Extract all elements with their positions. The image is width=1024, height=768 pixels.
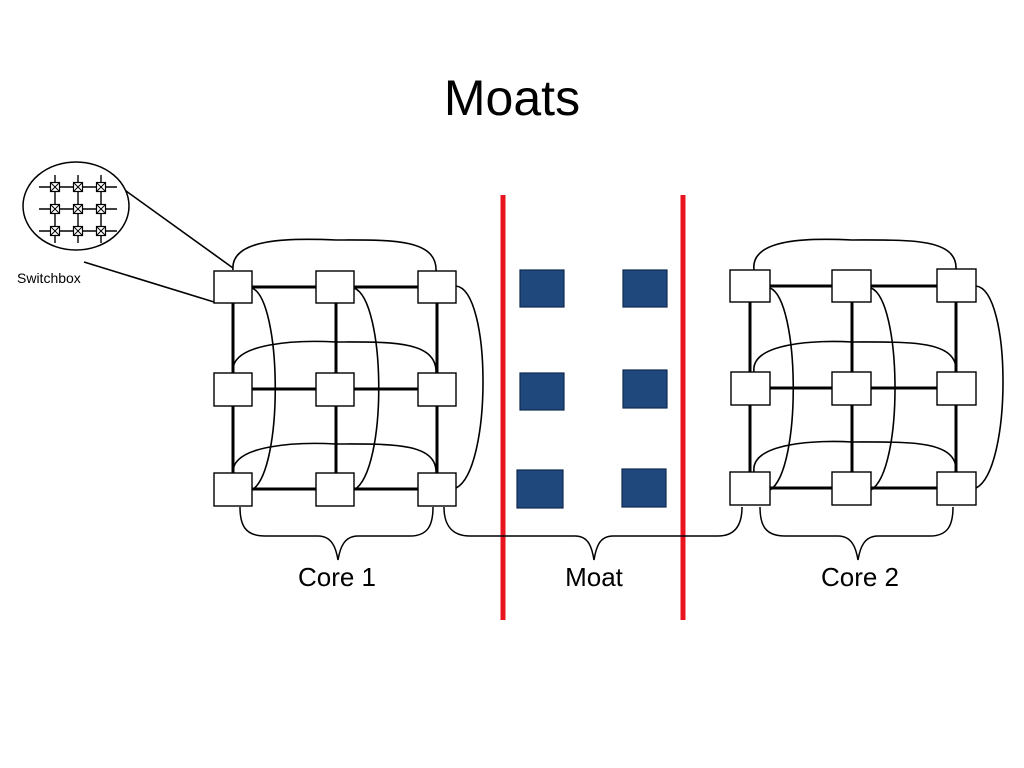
core-1-switchbox [315,472,355,507]
core-2-loop-a [769,287,795,491]
core-1-switchbox [213,270,253,304]
core-1-loop-mid [232,340,437,375]
switch-cross [50,226,60,236]
moat-block [519,372,565,411]
zoom-line-bottom [83,261,215,303]
core-2-switchbox [831,371,872,406]
core-2-loop-top [753,238,957,271]
moat-brace [443,506,743,561]
core-2-label: Core 2 [821,562,899,592]
switch-cross [50,182,60,192]
switch-cross [96,204,106,214]
zoom-line-top [107,177,234,269]
core-1-loop-b [353,287,380,491]
core-2-loop-b [870,287,896,491]
core-2-switchbox [729,471,771,506]
moat-blocks [516,269,668,509]
core-1-loop-low [232,442,437,475]
moat-block [516,469,564,509]
core-1-mesh [231,285,439,491]
core-1-switchbox [417,270,457,304]
core-2-mesh [748,284,958,490]
core-2-loop-mid [753,340,957,373]
core-1-label: Core 1 [298,562,376,592]
core-1-switchbox [315,372,355,407]
core-2 [729,238,1004,506]
slide-title: Moats [444,70,580,126]
switchbox-grid [39,175,117,243]
core-2-switchbox [729,269,771,303]
core-1-switchbox [417,372,457,407]
core-1-switchbox [213,472,253,507]
core-1-switchbox [417,472,457,507]
switch-cross [73,226,83,236]
core-2-switchbox [936,471,977,506]
core-2-switchbox [936,371,977,406]
switchbox-detail [22,161,234,303]
core-1-brace [239,506,434,561]
core-1-loop-right [455,285,484,489]
switch-cross [96,226,106,236]
core-1-switchbox [213,372,253,407]
core-2-loop-right [975,285,1004,489]
core-2-brace [759,506,954,561]
switch-cross [73,182,83,192]
moat-block [519,269,565,308]
core-1-loop-a [251,287,277,491]
core-2-switchbox [730,371,771,406]
core-1-loop-top [232,238,437,273]
switch-cross [96,182,106,192]
core-2-switchbox [831,471,872,506]
switch-cross [73,204,83,214]
core-1 [213,238,484,507]
moat-block [622,369,668,409]
switch-cross [50,204,60,214]
core-2-switchbox [936,268,977,303]
moat-label: Moat [565,562,624,592]
core-1-switchbox [315,270,355,304]
moat-block [621,468,667,508]
switchbox-label: Switchbox [17,270,81,286]
core-2-switchbox [831,269,872,303]
moat-block [622,269,668,308]
